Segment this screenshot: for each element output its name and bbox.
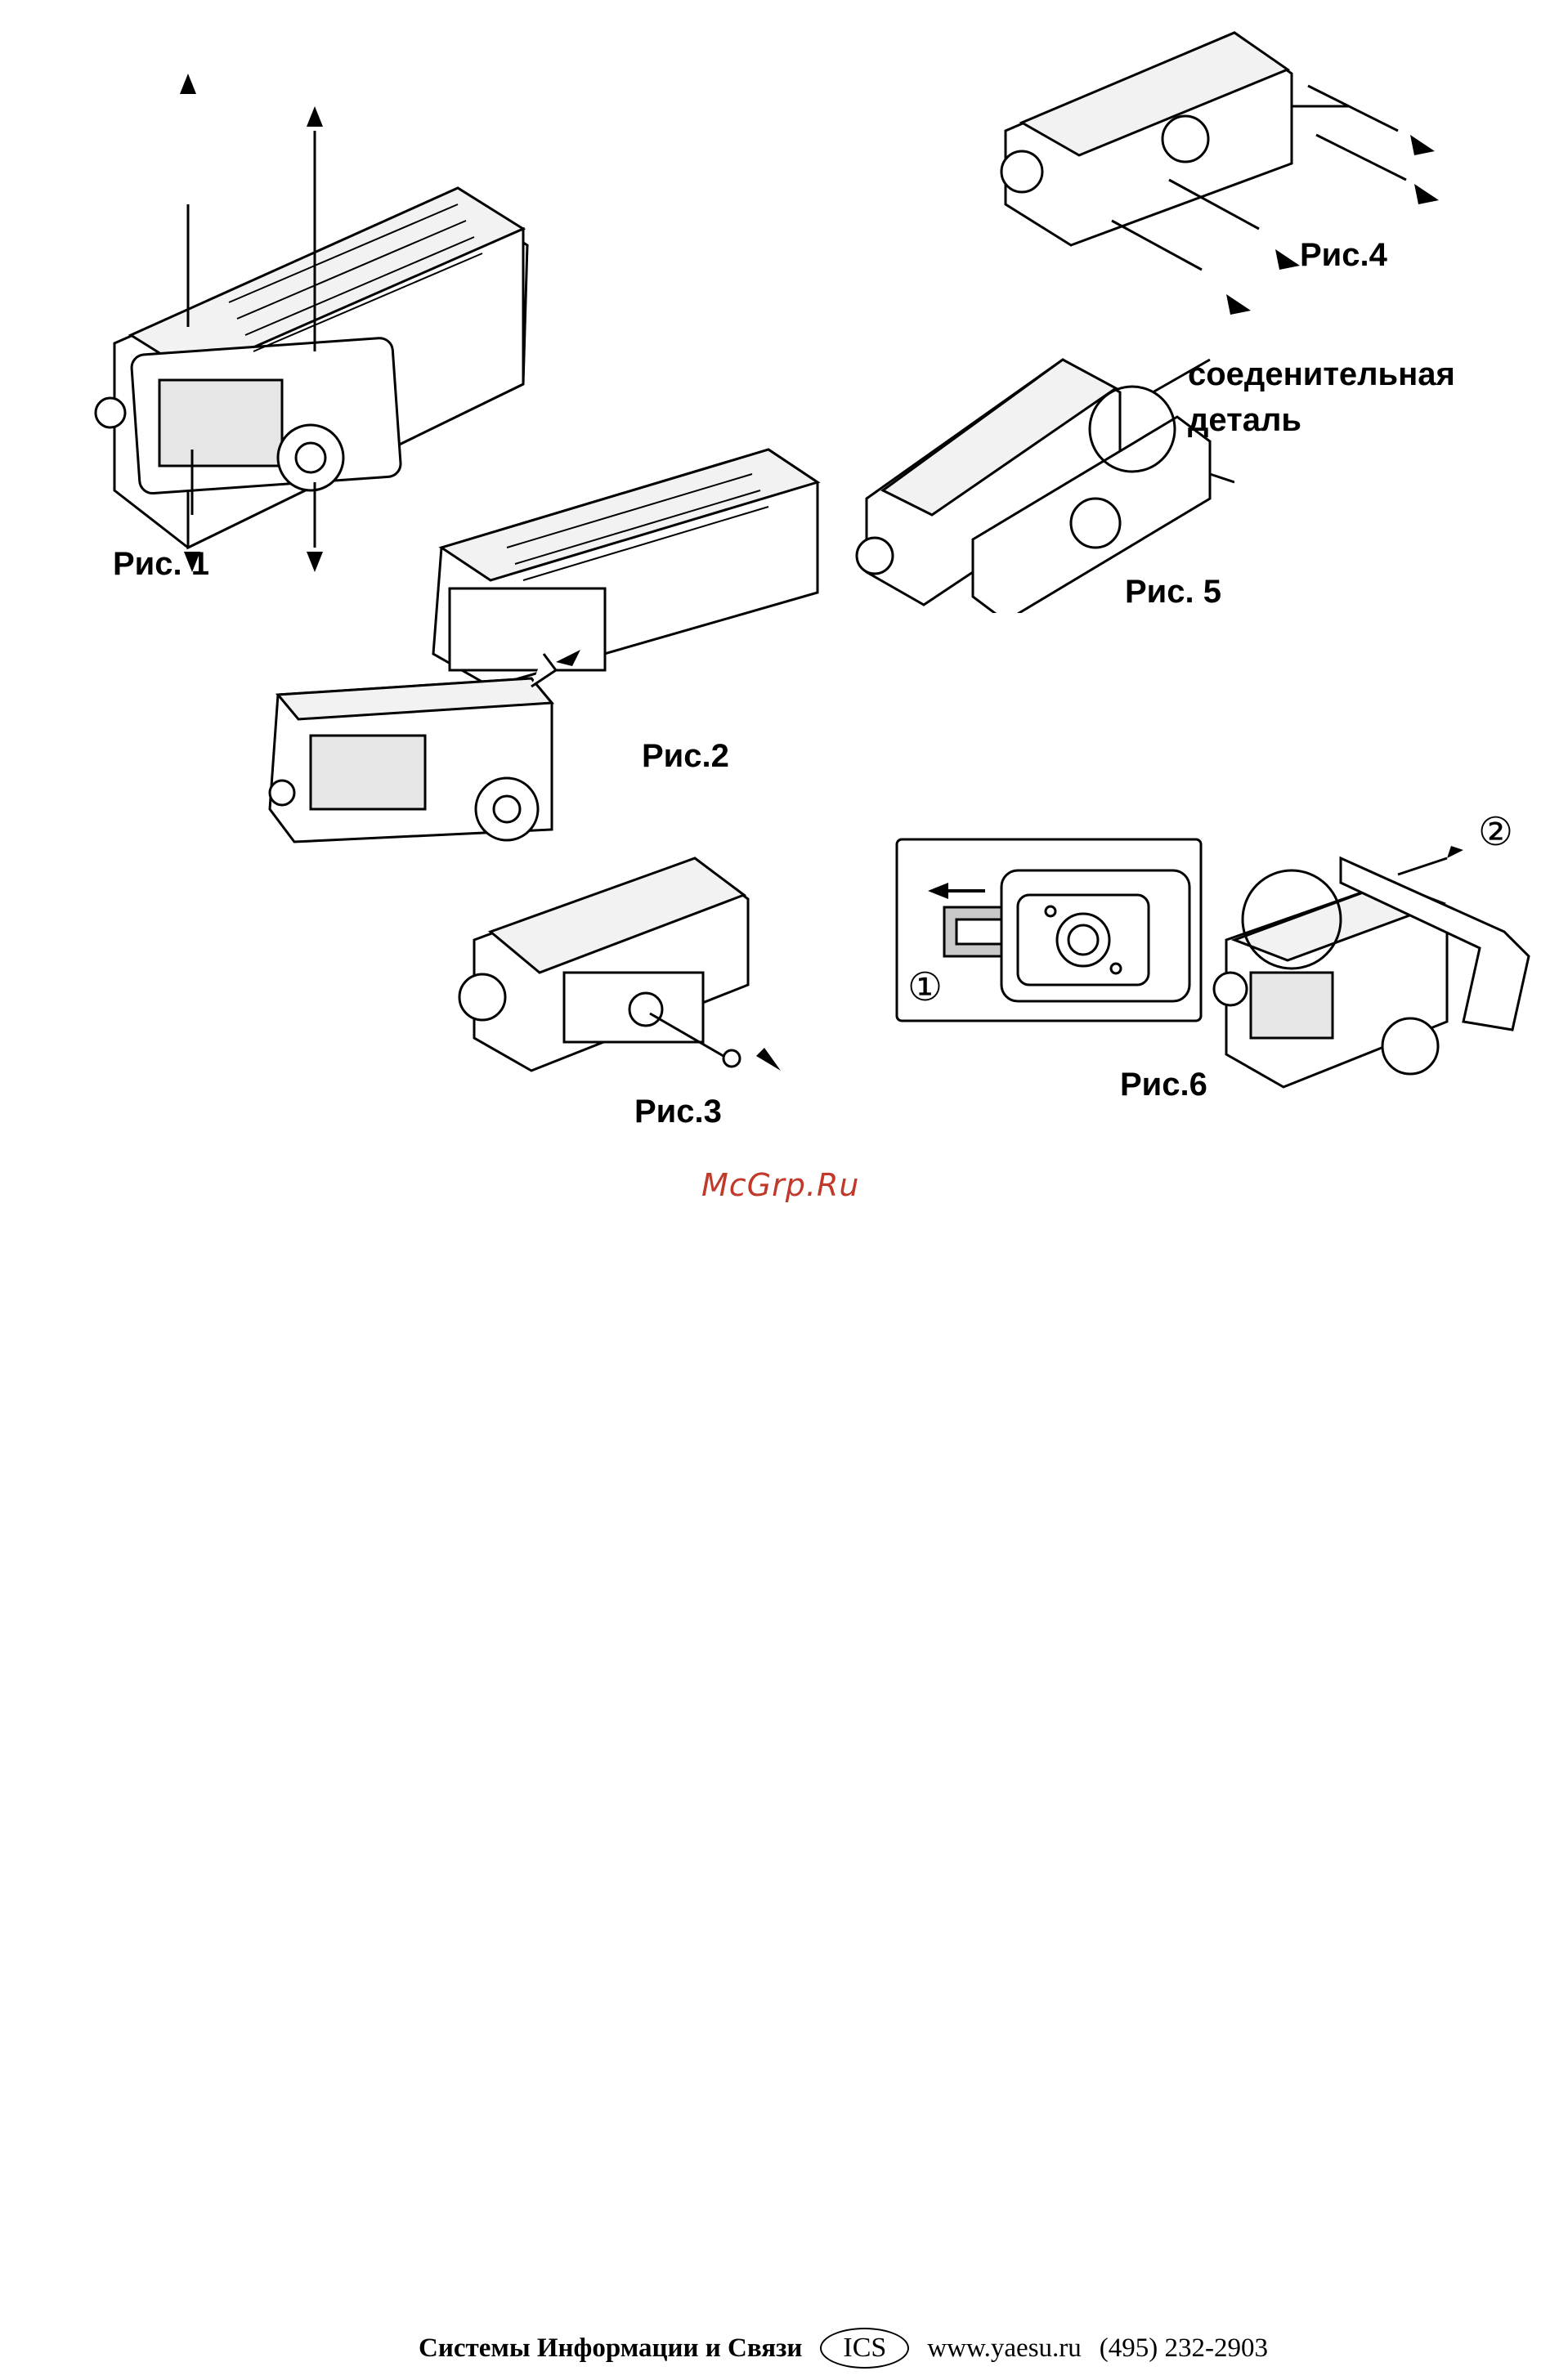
figure-2-drawing: [262, 417, 834, 858]
ics-logo: ICS: [820, 2328, 909, 2369]
figure-3-label: Рис.3: [634, 1094, 722, 1130]
page-footer: Системы Информации и Связи ICS www.yaesu…: [419, 2324, 1269, 2373]
figure-4-label: Рис.4: [1300, 237, 1387, 274]
footer-org-name: Системы Информации и Связи: [419, 2333, 802, 2364]
figure-5-drawing: [850, 335, 1234, 613]
figure-6-drawing: [1202, 834, 1559, 1103]
figure-6-step2: ②: [1478, 809, 1513, 855]
figure-3-drawing: [458, 850, 801, 1079]
figure-6-label: Рис.6: [1120, 1067, 1207, 1103]
footer-website: www.yaesu.ru: [927, 2333, 1081, 2364]
figure-6-step1: ①: [907, 964, 943, 1010]
figure-5-label: Рис. 5: [1125, 574, 1221, 611]
figure-1-label: Рис. 1: [113, 546, 209, 583]
watermark-text: McGrp.Ru: [701, 1167, 859, 1203]
figure-5-callout-line2: деталь: [1188, 402, 1301, 439]
figure-5-callout-line1: соеденительная: [1188, 356, 1455, 393]
figure-2-label: Рис.2: [642, 738, 729, 775]
footer-phone: (495) 232-2903: [1100, 2333, 1268, 2364]
